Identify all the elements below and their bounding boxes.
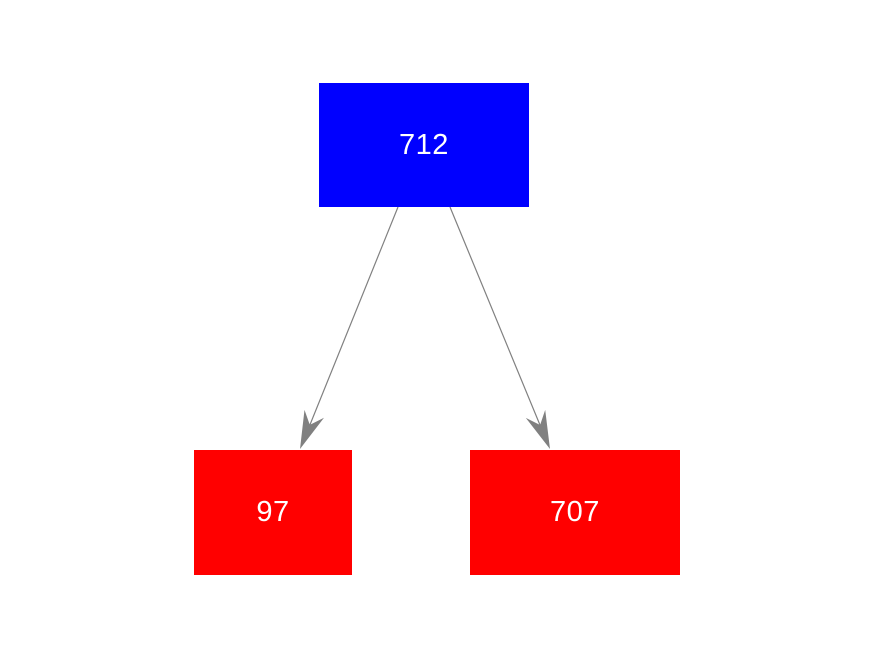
arrowhead-icon [525,409,550,449]
node-right-child: 707 [470,450,680,575]
edge-root-to-left-child [300,206,399,449]
edge-line [449,206,548,443]
node-left-child: 97 [194,450,352,575]
node-label: 97 [256,496,290,528]
node-label: 712 [399,128,449,161]
node-label: 707 [550,496,600,528]
edge-line [302,206,399,443]
edge-root-to-right-child [449,206,550,449]
arrowhead-icon [300,409,324,449]
node-root: 712 [319,83,529,207]
